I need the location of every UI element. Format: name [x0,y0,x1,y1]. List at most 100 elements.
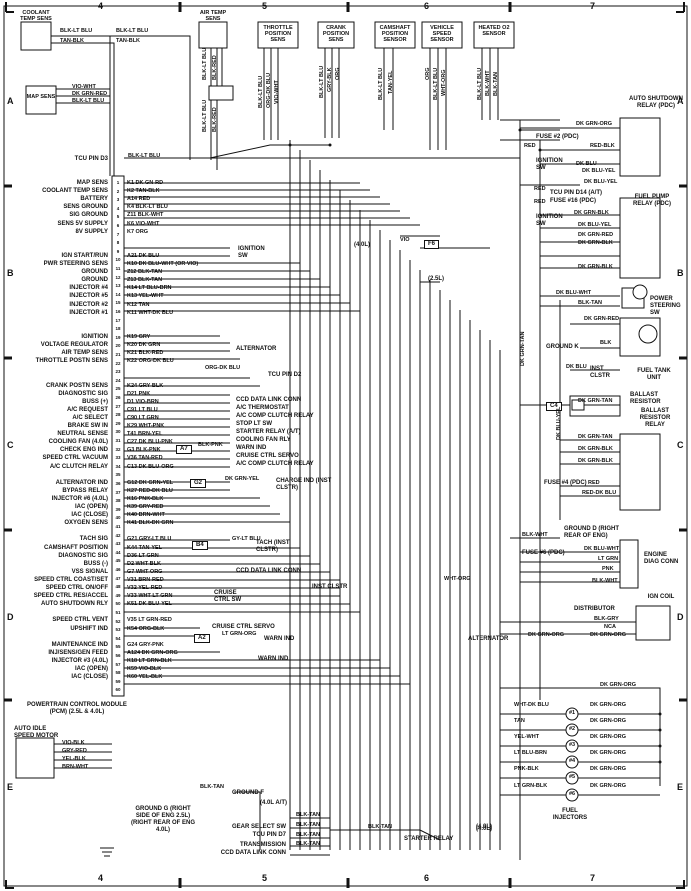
crank-wire-1: BLK-LT BLU [319,65,325,98]
engine-diag-conn: ENGINE DIAG CONN [644,552,679,565]
pcm-cavity-number: 54 [115,635,121,641]
map-wire-1: VIO-WHT [72,84,96,90]
dk-blu-yel-wire: DK BLU-YEL [584,179,618,185]
coolant-wire-2: TAN-BLK [60,38,85,44]
pcm-function-label: IGN START/RUN [61,252,108,259]
bt-wire-2: BLK-TAN [296,822,321,828]
pcm-function-label: GROUND [81,269,108,276]
pcm-cavity-number: 17 [115,317,121,323]
pcm-cavity-number: 33 [115,455,121,461]
injector-number: #3 [568,742,576,748]
pcm-pin-wire: G3 BLK-PNK [127,447,161,454]
pcm-pin-wire: K22 ORG-DK BLU [127,358,174,365]
pcm-function-label: SENS GROUND [63,204,108,211]
pcm-pin-wire: Z12 BLK-TAN [127,269,163,276]
engine-2-5l-note: (2.5L) [428,276,445,282]
brr-wire-3: DK GRN-BLK [578,458,613,464]
idle-wire-1: VIO-BLK [62,740,85,746]
pcm-pin-wire: K29 WHT-PNK [127,423,165,429]
vss-wire-2: BLK-LT BLU [433,67,439,100]
pcm-function-label: VSS SIGNAL [71,568,108,575]
cooling-fan-relay-label: COOLING FAN RLY [236,437,291,443]
row-label-b-right: B [677,268,684,278]
warn-ind-label-2: WARN IND [264,636,295,642]
ed-wire-1: DK BLU-WHT [584,546,620,552]
cruise-servo-label: CRUISE CTRL SERVO [236,453,299,459]
pcm-cavity-number: 25 [115,386,121,392]
pcm-function-label: CRANK POSTN SENS [45,382,108,389]
pcm-cavity-number: 11 [115,266,121,271]
injector-wire-out: DK GRN-ORG [590,750,627,756]
air-wire-2: BLK-RED [212,55,218,80]
tach-wire: GY-LT BLU [232,536,261,542]
fuse-6: FUSE #6 (PDC) [522,550,565,556]
pcm-pin-wire: A21 DK BLU [127,252,160,259]
pcm-pin-wire: K2 TAN-BLK [127,188,160,195]
pcm-pin-wire: K4 BLK-LT BLU [127,204,168,211]
pcm-function-label: A/C CLUTCH RELAY [49,463,108,470]
crank-position-sensor: CRANK POSITION SENS [322,25,350,43]
fuel-pump-relay: FUEL PUMP RELAY (PDC) [632,194,671,207]
ac-comp-clutch-label: A/C COMP CLUTCH RELAY [236,413,314,419]
throttle-position-sensor: THROTTLE POSITION SENS [263,25,293,43]
pcm-cavity-number: 16 [115,309,121,314]
connector-c4: C4 [546,402,562,411]
tcu-pin-d3: TCU PIN D3 [74,156,108,162]
pcm-cavity-number: 7 [116,231,120,237]
pcm-function-label: 8V SUPPLY [75,228,108,235]
pcm-cavity-number: 28 [115,412,121,418]
row-label-c: C [7,440,14,450]
pcm-pin-wire: K7 ORG [127,228,149,235]
pcm-cavity-number: 32 [115,446,121,452]
auto-shutdown-relay: AUTO SHUTDOWN RELAY (PDC) [629,96,683,109]
starter-relay-label: STARTER RELAY (A/T) [236,429,301,435]
pcm-function-label: SPEED CTRL VENT [52,617,108,624]
pcm-function-label: SPEED CTRL VACUUM [42,455,108,462]
fp-wire-1: RED [534,199,546,205]
pcm-cavity-number: 8 [116,240,120,246]
fp-wire-3: DK BLU-YEL [578,222,612,228]
pcm-pin-wire: C27 DK BLU-PNK [127,439,173,446]
pcm-pin-wire: T41 BRN-YEL [127,431,163,438]
vehicle-speed-sensor: VEHICLE SPEED SENSOR [430,25,454,43]
pcm-pin-wire: D36 LT GRN [127,552,159,559]
pcm-cavity-number: 29 [115,420,121,426]
pcm-cavity-number: 21 [115,352,121,357]
pcm-pin-wire: K41 BLK-DK GRN [127,520,174,527]
ed-wire-3: PNK [602,566,614,572]
pcm-cavity-number: 36 [115,481,121,486]
pcm-pin-wire: K20 DK GRN [127,342,161,348]
column-label-6: 6 [424,1,430,11]
row-label-e: E [7,782,14,792]
pcm-cavity-number: 27 [115,403,121,409]
column-label-5: 5 [262,1,268,11]
pcm-cavity-number: 13 [115,283,121,289]
ignition-switch-right: IGNITION SW [536,158,563,171]
pcm-cavity-number: 30 [115,429,121,435]
row-label-a-right: A [677,96,684,106]
pcm-function-label: IAC (OPEN) [75,666,108,672]
ground-k: GROUND K [546,344,579,350]
ac-thermostat-label: A/C THERMOSTAT [236,405,289,411]
air-lower-wire-1: BLK-LT BLU [202,99,208,132]
fp-wire-6: DK GRN-BLK [578,264,613,270]
brr-wire-5: RED-DK BLU [582,490,617,496]
injector-4-0l-note: (4.0L) [476,826,493,832]
ccd-conn-bottom: CCD DATA LINK CONN [220,850,286,856]
pcm-pin-wire: K14 LT BLU-BRN [127,285,172,292]
ballast-resistor: BALLAST RESISTOR [630,392,661,405]
a7-wire: BLK-PNK [198,442,223,448]
pcm-pin-wire: K40 BRN-WHT [127,512,165,519]
injector-number: #5 [568,774,576,780]
pcm-function-label: INJECTOR #2 [69,301,108,308]
pcm-function-label: IAC (OPEN) [75,504,108,510]
pcm-cavity-number: 58 [115,670,121,676]
pcm-cavity-number: 38 [115,498,121,504]
pcm-cavity-number: 22 [115,360,121,366]
pcm-pin-wire: K16 PNK-BLK [127,495,164,502]
pcm-function-label: SPEED CTRL RES/ACCEL [33,593,108,600]
fp-wire-4: DK GRN-RED [578,232,614,238]
tcu-pin-d7: TCU PIN D7 [252,832,286,838]
ign-dk-blu-wire: DK BLU [576,161,597,167]
pcm-pin-wire: V35 LT GRN-RED [127,617,172,624]
